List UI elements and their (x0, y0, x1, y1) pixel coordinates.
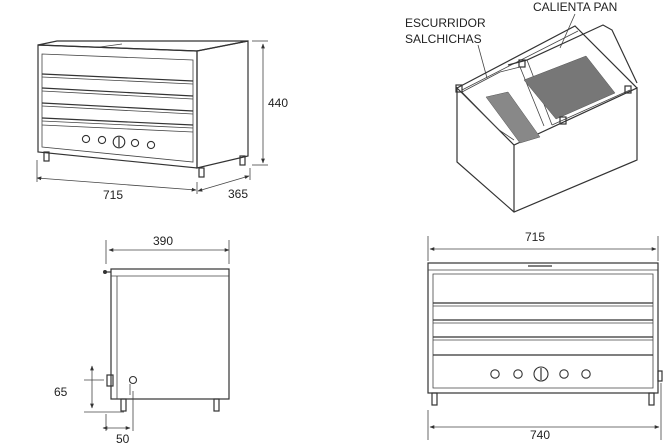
front-top-width-dimension: 715 (525, 230, 546, 244)
side-drain-height-dimension: 65 (54, 385, 68, 399)
iso-depth-dimension: 365 (228, 187, 249, 201)
front-bottom-width-dimension: 740 (530, 428, 551, 442)
interior-view (455, 13, 638, 213)
calienta-pan-label: CALIENTA PAN (533, 0, 618, 14)
front-knob-4 (581, 369, 591, 379)
side-view (84, 240, 230, 431)
escurridor-label-line1: ESCURRIDOR (405, 16, 486, 30)
iso-width-dimension: 715 (103, 188, 124, 202)
front-view (427, 236, 663, 440)
iso-knob-4 (146, 140, 156, 150)
front-knob-2 (513, 369, 523, 379)
iso-knob-1 (81, 134, 91, 144)
side-drain-offset-dimension: 50 (116, 432, 130, 446)
isometric-view (36, 40, 268, 194)
iso-knob-3 (130, 138, 140, 148)
side-width-dimension: 390 (153, 234, 174, 248)
front-knob-3 (559, 369, 569, 379)
iso-knob-2 (97, 135, 107, 145)
front-knob-1 (490, 369, 500, 379)
escurridor-label-line2: SALCHICHAS (405, 32, 482, 46)
iso-height-dimension: 440 (268, 96, 289, 110)
